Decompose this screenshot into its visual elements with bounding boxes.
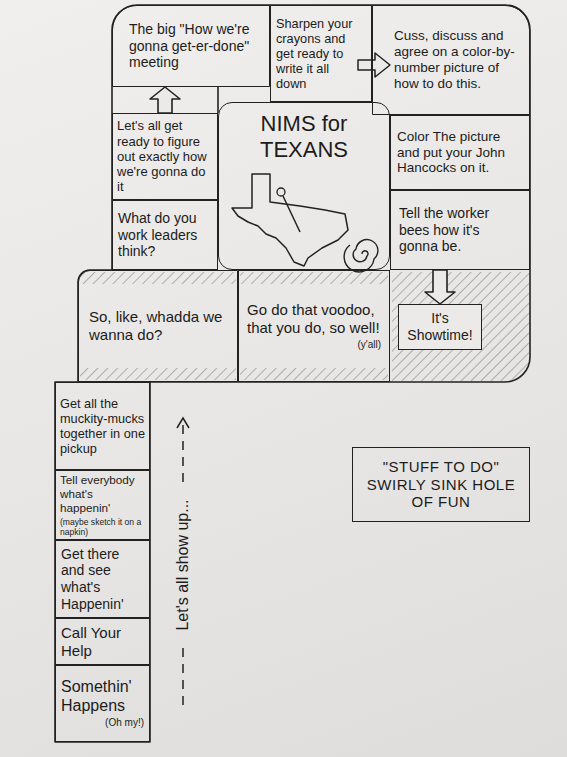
aside-note: (maybe sketch it on a napkin) xyxy=(60,517,145,537)
map-figure xyxy=(283,196,300,232)
path-arrow xyxy=(182,424,184,482)
hatch-strip xyxy=(240,368,388,380)
map-figure xyxy=(277,188,285,196)
hatching xyxy=(80,272,529,381)
cell-text: Tell everybody what's happenin' xyxy=(60,473,145,514)
path-note: Let's all show up... xyxy=(174,499,192,630)
aside-note: (Oh my!) xyxy=(61,717,144,729)
cell-text: "STUFF TO DO" SWIRLY SINK HOLE OF FUN xyxy=(359,458,523,511)
sink-hole-box: "STUFF TO DO" SWIRLY SINK HOLE OF FUN xyxy=(352,447,530,522)
cell-text: Get all the muckity-mucks together in on… xyxy=(60,396,145,456)
cell-text: So, like, whadda we wanna do? xyxy=(89,308,227,343)
path-arrow xyxy=(182,648,184,708)
cell-text: Go do that voodoo, that you do, so well! xyxy=(247,301,381,336)
cell-text: Get there and see what's Happenin' xyxy=(61,546,144,612)
step-arrow xyxy=(425,270,455,304)
cell-text: It's Showtime! xyxy=(403,310,477,343)
board-outline xyxy=(55,5,530,742)
cell-text: The big "How we're gonna get-er-done" me… xyxy=(129,21,263,71)
step-arrow-symbol xyxy=(358,53,390,77)
cell-text: Let's all get ready to figure out exactl… xyxy=(117,118,213,195)
track-cell: Tell the worker bees how it's gonna be. xyxy=(390,190,530,270)
hatch-strip xyxy=(240,272,388,284)
track-cell: Cuss, discuss and agree on a color-by-nu… xyxy=(372,5,530,115)
track-cell: Sharpen your crayons and get ready to wr… xyxy=(270,5,372,102)
track-cell: Call Your Help xyxy=(55,618,150,665)
path-arrow xyxy=(177,418,189,428)
showtime-box: It's Showtime! xyxy=(398,304,482,350)
track-cell: So, like, whadda we wanna do? xyxy=(78,270,238,382)
track-cell: Somethin' Happens(Oh my!) xyxy=(55,665,150,742)
step-arrow xyxy=(150,87,180,113)
track-cell: Tell everybody what's happenin' (maybe sk… xyxy=(55,470,150,540)
cell-text: Call Your Help xyxy=(61,624,144,659)
track-cell: Go do that voodoo, that you do, so well!… xyxy=(238,270,390,382)
cell-text: Sharpen your crayons and get ready to wr… xyxy=(276,16,354,91)
texas-map xyxy=(232,174,348,266)
track-cell: What do you work leaders think? xyxy=(112,200,218,270)
track-cell: Get all the muckity-mucks together in on… xyxy=(55,382,150,470)
hurricane-symbol xyxy=(344,240,378,272)
track-cell: Color The picture and put your John Hanc… xyxy=(390,115,530,190)
cell-text: Tell the worker bees how it's gonna be. xyxy=(399,205,521,255)
hatch-strip xyxy=(80,368,236,380)
hatch-strip xyxy=(80,272,236,284)
track-cell: Get there and see what's Happenin' xyxy=(55,540,150,618)
aside-note: (y'all) xyxy=(247,339,381,351)
cell-text: Cuss, discuss and agree on a color-by-nu… xyxy=(394,28,517,92)
title-box: NIMS for TEXANS xyxy=(218,102,390,270)
track-cell: The big "How we're gonna get-er-done" me… xyxy=(112,5,270,87)
cell-text: Somethin' Happens xyxy=(61,678,144,716)
hatch-area xyxy=(392,272,529,381)
cell-text: Color The picture and put your John Hanc… xyxy=(397,129,523,177)
track-cell: Let's all get ready to figure out exactl… xyxy=(112,113,218,200)
board-title: NIMS for TEXANS xyxy=(244,111,364,163)
cell-text: What do you work leaders think? xyxy=(118,210,212,260)
